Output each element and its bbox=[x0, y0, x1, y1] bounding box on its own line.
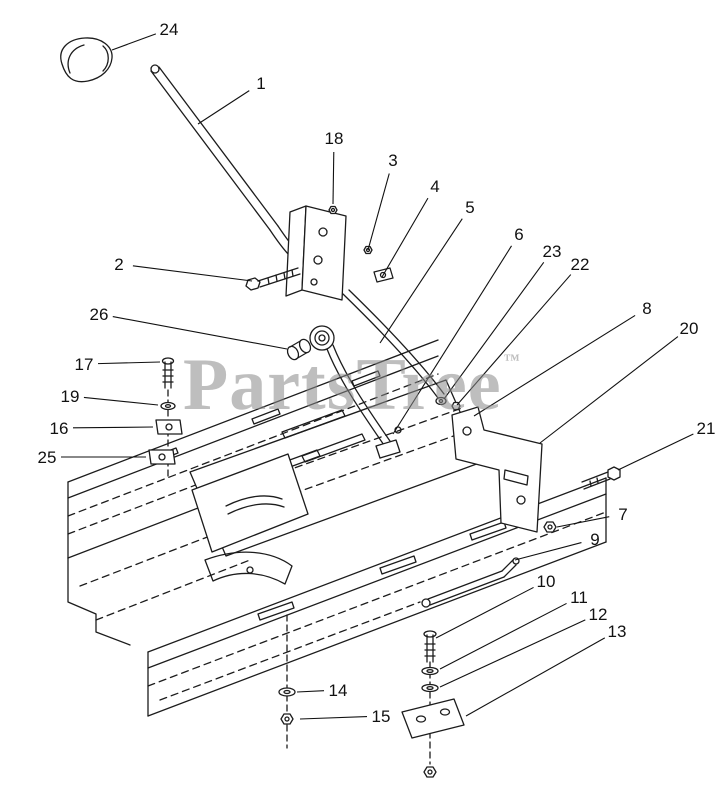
callout-8: 8 bbox=[642, 299, 651, 318]
bushing-26 bbox=[286, 338, 312, 361]
callout-leader-22 bbox=[456, 274, 572, 406]
lever-bracket-plate bbox=[285, 205, 347, 301]
callout-leader-11 bbox=[439, 602, 567, 670]
callout-leader-2 bbox=[132, 265, 253, 282]
callout-24: 24 bbox=[160, 20, 179, 39]
callout-leader-26 bbox=[112, 316, 288, 350]
callout-leader-4 bbox=[381, 197, 429, 278]
callout-3: 3 bbox=[388, 151, 397, 170]
nut-15 bbox=[280, 713, 294, 725]
callout-11: 11 bbox=[570, 588, 588, 607]
callout-19: 19 bbox=[61, 387, 80, 406]
washer-23 bbox=[435, 396, 447, 406]
callout-15: 15 bbox=[372, 707, 391, 726]
callout-leader-9 bbox=[514, 542, 582, 561]
callout-13: 13 bbox=[608, 622, 627, 641]
callout-leader-19 bbox=[83, 396, 159, 406]
callout-leader-13 bbox=[465, 637, 606, 717]
callout-leader-18 bbox=[332, 151, 335, 205]
lever-lower-arm bbox=[326, 344, 401, 459]
callout-leader-12 bbox=[439, 619, 586, 688]
clip-25 bbox=[148, 449, 176, 465]
callout-leader-6 bbox=[392, 245, 513, 435]
bracket-13 bbox=[401, 698, 465, 739]
callout-18: 18 bbox=[325, 129, 344, 148]
callout-leader-1 bbox=[197, 90, 250, 125]
callout-leader-23 bbox=[443, 261, 545, 400]
callout-12: 12 bbox=[589, 605, 608, 624]
right-support-bracket bbox=[451, 406, 543, 533]
bolt-21 bbox=[581, 466, 621, 490]
callout-leader-5 bbox=[379, 218, 463, 344]
shift-knob bbox=[60, 37, 113, 83]
callout-16: 16 bbox=[50, 419, 69, 438]
callout-21: 21 bbox=[697, 419, 716, 438]
frame-upper-rail bbox=[67, 339, 439, 646]
callout-leader-20 bbox=[539, 336, 679, 444]
callout-22: 22 bbox=[571, 255, 590, 274]
washer-12 bbox=[421, 683, 439, 693]
callout-leader-24 bbox=[111, 33, 157, 51]
callout-leader-8 bbox=[473, 314, 636, 417]
callout-25: 25 bbox=[38, 448, 57, 467]
callout-23: 23 bbox=[543, 242, 562, 261]
callout-14: 14 bbox=[329, 681, 348, 700]
callout-leader-10 bbox=[435, 586, 534, 639]
pivot-bearing bbox=[309, 325, 335, 351]
callout-leader-15 bbox=[299, 715, 368, 720]
bolt-10 bbox=[423, 630, 437, 765]
callout-leader-7 bbox=[556, 516, 610, 528]
callout-9: 9 bbox=[590, 530, 599, 549]
callout-10: 10 bbox=[537, 572, 556, 591]
nut-7 bbox=[543, 521, 557, 533]
callout-4: 4 bbox=[430, 177, 439, 196]
shift-rod-9 bbox=[421, 557, 520, 608]
washer-19 bbox=[160, 401, 176, 411]
callout-1: 1 bbox=[256, 74, 265, 93]
callout-20: 20 bbox=[680, 319, 699, 338]
callout-5: 5 bbox=[465, 198, 474, 217]
callout-17: 17 bbox=[75, 355, 94, 374]
clip-16 bbox=[155, 419, 183, 435]
callout-6: 6 bbox=[514, 225, 523, 244]
callout-26: 26 bbox=[90, 305, 109, 324]
callout-7: 7 bbox=[618, 505, 627, 524]
washer-14 bbox=[278, 687, 296, 697]
bolt-18 bbox=[328, 205, 338, 215]
callout-leader-14 bbox=[296, 690, 325, 693]
shift-gate-plate bbox=[191, 453, 309, 585]
nut-bottom bbox=[423, 766, 437, 778]
washer-11 bbox=[421, 666, 439, 676]
callout-leader-3 bbox=[367, 173, 390, 251]
callout-leader-16 bbox=[72, 426, 154, 429]
shift-link-rod bbox=[342, 289, 445, 399]
callout-2: 2 bbox=[114, 255, 123, 274]
shift-lever bbox=[150, 64, 299, 257]
callout-leader-17 bbox=[97, 361, 161, 365]
callout-leader-21 bbox=[617, 433, 694, 471]
